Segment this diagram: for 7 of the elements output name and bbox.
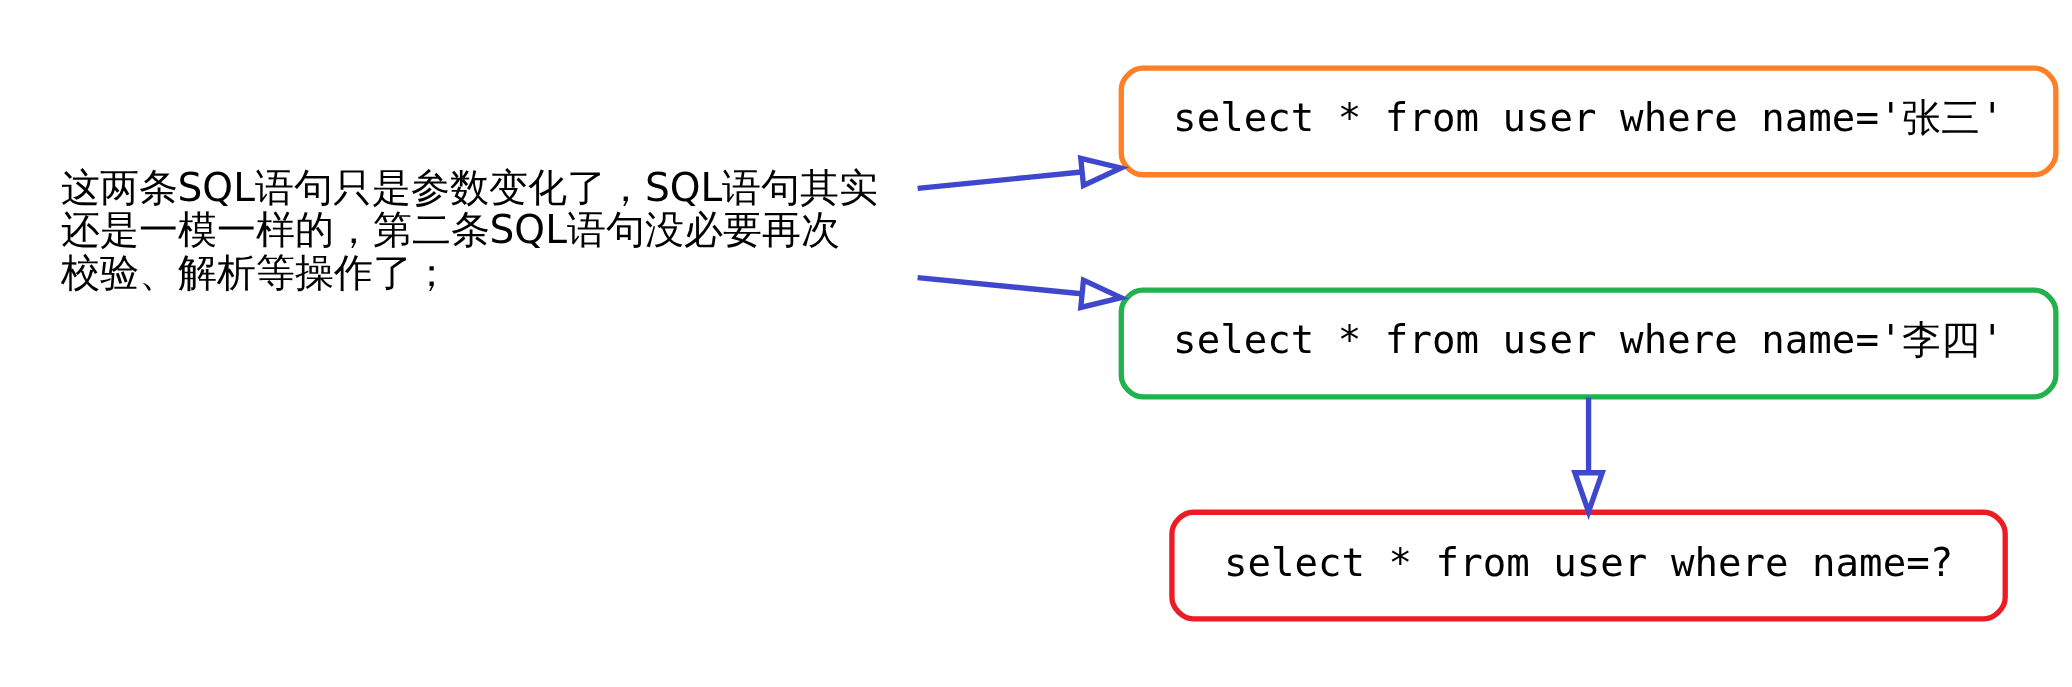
node-box: select * from user where name='李四'	[1118, 287, 2059, 400]
node-text: 这两条SQL语句只是参数变化了，SQL语句其实还是一模一样的，第二条SQL语句没必要再次校验、解析等操作了；	[60, 164, 879, 295]
arrow	[917, 154, 1130, 192]
arrow	[1571, 397, 1606, 520]
node-box: select * from user where name='张三'	[1118, 65, 2059, 178]
node-box: select * from user where name=?	[1169, 509, 2008, 622]
arrow	[917, 274, 1130, 311]
